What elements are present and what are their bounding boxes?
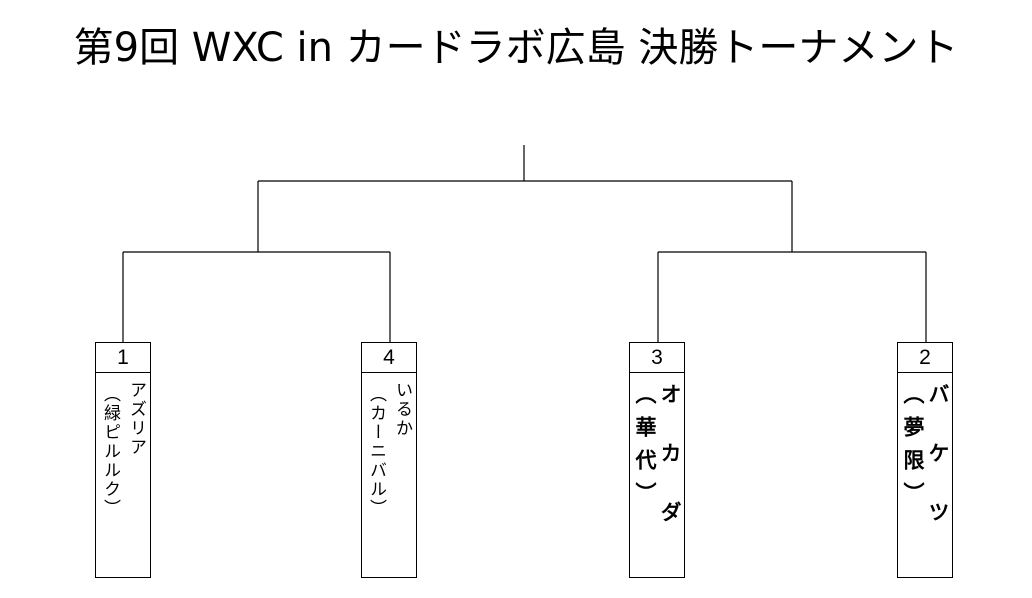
seed-number: 2 [898, 343, 952, 373]
entry-card-seed-3: 3 オカダ （華代） [629, 342, 685, 578]
player-name: アズリア [126, 381, 146, 457]
team-name: （カーニバル） [366, 385, 386, 518]
player-name: オカダ [658, 383, 682, 560]
team-name: （緑ピルルク） [100, 385, 120, 518]
entry-card-seed-1: 1 アズリア （緑ピルルク） [95, 342, 151, 578]
player-name: バケツ [926, 383, 950, 560]
player-name: いるか [392, 381, 412, 438]
entry-card-seed-2: 2 バケツ （夢限） [897, 342, 953, 578]
entry-card-seed-4: 4 いるか （カーニバル） [361, 342, 417, 578]
seed-number: 4 [362, 343, 416, 373]
seed-number: 3 [630, 343, 684, 373]
team-name: （華代） [633, 383, 657, 515]
page-title: 第9回 WXC in カードラボ広島 決勝トーナメント [73, 25, 959, 71]
team-name: （夢限） [901, 383, 925, 515]
seed-number: 1 [96, 343, 150, 373]
